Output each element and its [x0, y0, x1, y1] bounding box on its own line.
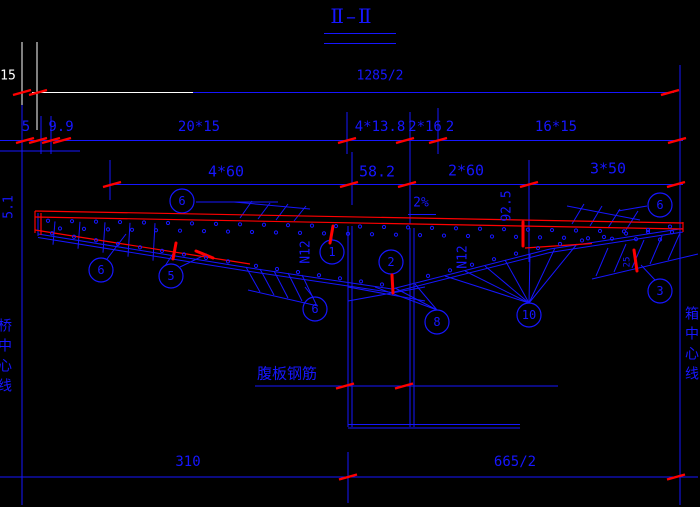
dim-bottom-310: 310 — [175, 454, 201, 470]
callout-num-2: 2 — [387, 255, 395, 269]
leader-arrows-red — [171, 220, 639, 295]
callout-circles — [88, 188, 673, 335]
callout-circle-3 — [647, 278, 673, 304]
callout-num-6-top-left: 6 — [178, 194, 186, 208]
stirrup-hatch-left-top — [233, 200, 311, 222]
callout-circle-6-lower — [302, 296, 328, 322]
dim-row2-point2: 2 — [445, 119, 455, 135]
dim-row2-20x15: 20*15 — [177, 119, 221, 135]
dim-edge-thickness-5-1: 5.1 — [1, 195, 17, 219]
callout-num-6-left: 6 — [97, 263, 105, 277]
web-rebar-note: 腹板钢筋 — [256, 364, 318, 383]
dim-row3-3x50: 3*50 — [589, 159, 627, 178]
callout-num-1: 1 — [328, 245, 336, 259]
slope-label: 2% — [413, 195, 429, 211]
callout-num-6-top-right: 6 — [656, 198, 664, 212]
right-axis-label: 箱中心线 — [683, 306, 699, 386]
dim-row2-2x16: 2*16 — [408, 119, 442, 135]
section-title: Ⅱ–Ⅱ — [330, 4, 374, 28]
callout-num-10: 10 — [521, 308, 537, 322]
dim-row3-58-2: 58.2 — [358, 162, 396, 181]
dim-total-half-width: 1285/2 — [356, 68, 404, 84]
callout-circle-6-top-right — [647, 192, 673, 218]
dim-small-25: 25 — [622, 256, 633, 268]
callout-circle-8 — [424, 309, 450, 335]
rebar-dots — [45, 218, 675, 287]
dimension-ticks-red — [12, 88, 687, 481]
callout-circle-10 — [516, 302, 542, 328]
dimension-lines — [0, 33, 698, 505]
callout-num-5: 5 — [167, 269, 175, 283]
callout-circle-5 — [158, 263, 184, 289]
callout-num-8: 8 — [433, 315, 441, 329]
dim-row2-5: 5 — [21, 119, 31, 135]
dim-row2-16x15: 16*15 — [534, 119, 578, 135]
girder-outline-blue — [37, 213, 684, 429]
dim-bottom-665-2: 665/2 — [493, 454, 537, 470]
stirrup-hatch-left-bottom — [245, 266, 319, 307]
stirrup-hatch-right-top — [566, 203, 641, 231]
callout-circle-6-top-left — [169, 188, 195, 214]
rebar-mark-n12-right: N12 — [455, 245, 471, 269]
girder-outline-red — [34, 210, 684, 265]
stirrup-hatch-right-bottom — [591, 232, 699, 280]
callout-circle-6-left — [88, 257, 114, 283]
callout-num-3: 3 — [656, 284, 664, 298]
left-axis-label: 桥中心线 — [0, 318, 12, 398]
dim-row2-4x13-8: 4*13.8 — [354, 119, 406, 135]
callout-num-6-lower: 6 — [311, 302, 319, 316]
callout-leaders — [106, 201, 656, 311]
white-dimension-lines — [21, 42, 193, 130]
dim-edge-15: 15 — [0, 68, 16, 84]
dim-depth-92-5: 92.5 — [499, 190, 515, 222]
rebar-mark-n12-left: N12 — [298, 240, 314, 264]
dim-row3-4x60: 4*60 — [207, 162, 245, 181]
dim-row2-9-9: 9.9 — [48, 119, 74, 135]
dim-row3-2x60: 2*60 — [447, 161, 485, 180]
